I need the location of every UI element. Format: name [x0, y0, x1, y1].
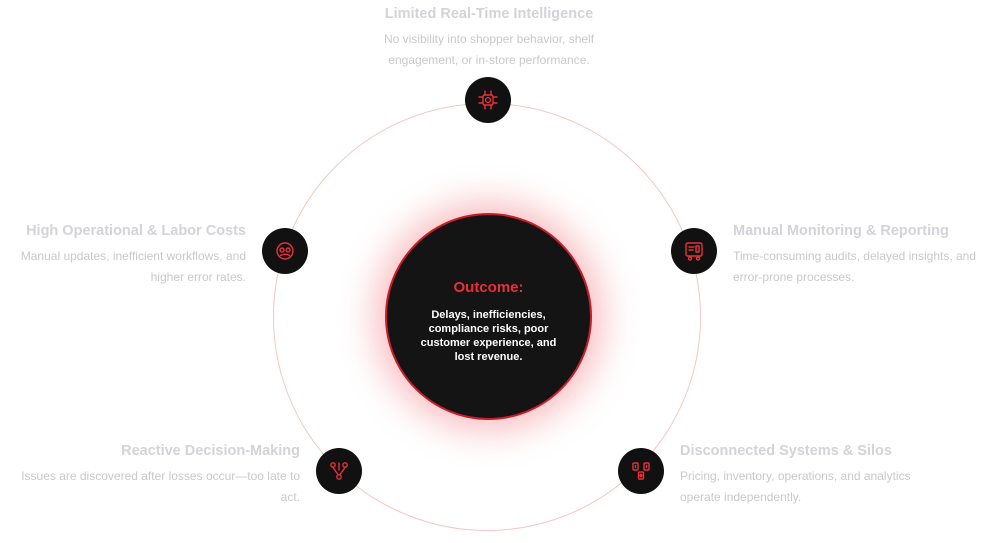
node-disconnected-systems: [618, 448, 664, 494]
node-manual-monitoring: [671, 228, 717, 274]
systems-icon: [632, 462, 650, 480]
challenge-description: No visibility into shopper behavior, she…: [383, 32, 595, 67]
challenge-description: Manual updates, inefficient workflows, a…: [20, 249, 246, 284]
challenge-title: High Operational & Labor Costs: [26, 223, 246, 239]
challenge-description: Issues are discovered after losses occur…: [21, 469, 300, 504]
challenge-reactive-decision: Reactive Decision-Making Issues are disc…: [20, 442, 300, 508]
outcome-circle: Outcome: Delays, inefficiencies, complia…: [385, 213, 592, 420]
report-icon: [685, 242, 703, 261]
outcome-title: Outcome:: [453, 279, 524, 296]
challenge-manual-monitoring: Manual Monitoring & Reporting Time-consu…: [733, 222, 998, 288]
outcome-body: Delays, inefficiencies, compliance risks…: [420, 309, 557, 363]
challenge-description: Time-consuming audits, delayed insights,…: [733, 249, 977, 284]
node-operational-costs: [262, 228, 308, 274]
challenge-title: Reactive Decision-Making: [121, 443, 300, 459]
challenge-disconnected-systems: Disconnected Systems & Silos Pricing, in…: [680, 442, 950, 508]
decision-icon: [330, 462, 348, 480]
node-reactive-decision: [316, 448, 362, 494]
challenge-title: Limited Real-Time Intelligence: [384, 6, 594, 22]
node-real-time-intelligence: [465, 77, 511, 123]
challenge-real-time-intelligence: Limited Real-Time Intelligence No visibi…: [344, 5, 634, 71]
challenge-description: Pricing, inventory, operations, and anal…: [680, 469, 911, 504]
challenge-title: Disconnected Systems & Silos: [680, 443, 892, 459]
challenge-operational-costs: High Operational & Labor Costs Manual up…: [0, 222, 246, 288]
challenge-title: Manual Monitoring & Reporting: [733, 223, 949, 239]
cost-icon: [276, 242, 294, 260]
chip-icon: [478, 90, 498, 110]
